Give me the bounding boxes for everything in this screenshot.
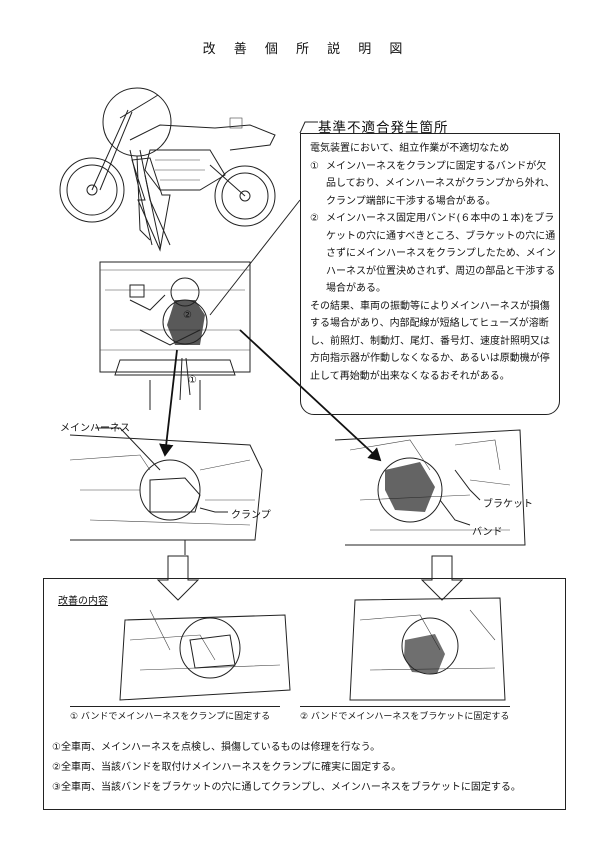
notice-box <box>300 133 560 415</box>
motorcycle-illustration <box>59 94 276 227</box>
notice-header: 基準不適合発生箇所 <box>318 120 449 136</box>
improvement-step-2: ②全車両、当該バンドを取付けメインハーネスをクランプに確実に固定する。 <box>52 762 402 773</box>
frame-detail-illustration <box>99 261 251 410</box>
main-harness-label: メインハーネス <box>60 423 130 434</box>
notice-text: 電気装置において、組立作業が不適切なため ① メインハーネスをクランプに固定する… <box>310 140 556 385</box>
harness-bracket-illustration <box>334 429 526 546</box>
improvement-caption-1: ① バンドでメインハーネスをクランプに固定する <box>70 706 280 722</box>
improvement-title: 改善の内容 <box>58 596 108 607</box>
improvement-bracket-illustration <box>349 597 506 701</box>
improvement-caption-2: ② バンドでメインハーネスをブラケットに固定する <box>300 706 510 722</box>
notice-item-2: ② メインハーネス固定用バンド(６本中の１本)をブラケットの穴に通すべきところ、… <box>310 210 556 298</box>
notice-item-1-text: メインハーネスをクランプに固定するバンドが欠品しており、メインハーネスがクランプ… <box>326 160 555 207</box>
notice-item-1: ① メインハーネスをクランプに固定するバンドが欠品しており、メインハーネスがクラ… <box>310 158 556 211</box>
improvement-steps: ①全車両、メインハーネスを点検し、損傷しているものは修理を行なう。 ②全車両、当… <box>52 738 552 798</box>
improvement-box <box>43 578 566 810</box>
notice-result: その結果、車両の振動等によりメインハーネスが損傷する場合があり、内部配線が短絡し… <box>310 300 550 382</box>
marker-2-label: ② <box>183 310 192 321</box>
harness-clamp-illustration <box>69 434 263 555</box>
bracket-label: ブラケット <box>483 499 533 510</box>
improvement-step-3: ③全車両、当該バンドをブラケットの穴に通してクランプし、メインハーネスをブラケッ… <box>52 782 521 793</box>
improvement-step-1: ①全車両、メインハーネスを点検し、損傷しているものは修理を行なう。 <box>52 742 381 753</box>
notice-item-2-text: メインハーネス固定用バンド(６本中の１本)をブラケットの穴に通すべきところ、ブラ… <box>326 213 556 294</box>
band-label: バンド <box>472 527 503 538</box>
clamp-label: クランプ <box>231 510 271 521</box>
page-title: 改 善 個 所 説 明 図 <box>202 42 410 57</box>
marker-1-label: ① <box>188 375 197 386</box>
notice-item-1-number: ① <box>310 160 319 172</box>
notice-item-2-number: ② <box>310 213 319 224</box>
notice-intro: 電気装置において、組立作業が不適切なため <box>310 143 510 154</box>
